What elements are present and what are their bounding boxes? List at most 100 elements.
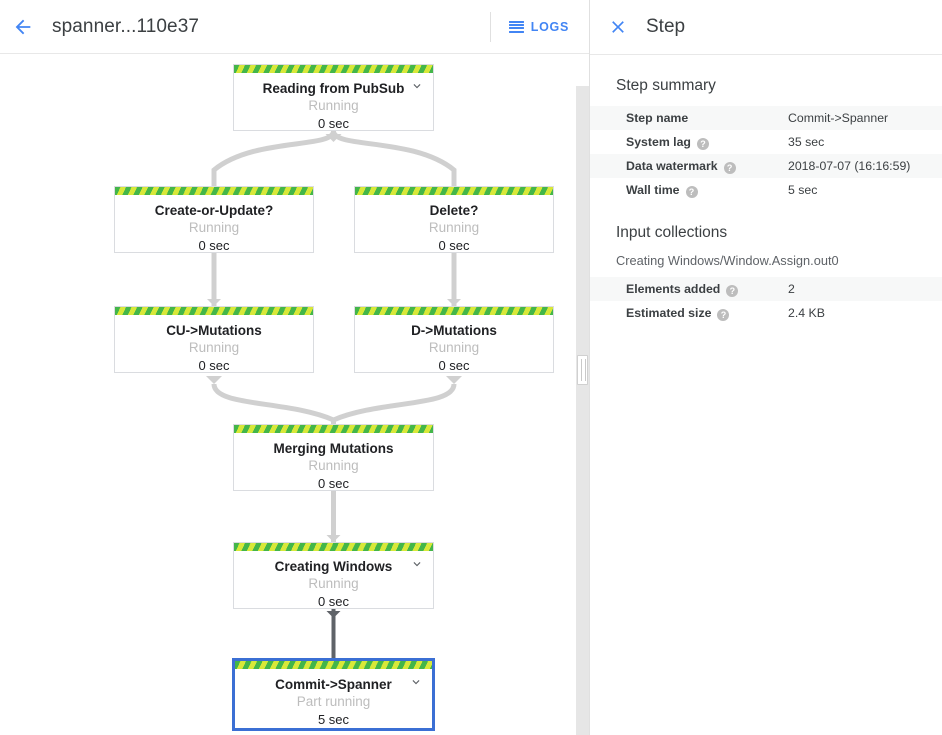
step-detail-pane: Step Step summary Step name Commit->Spann… <box>590 0 942 735</box>
node-body: Delete? Running 0 sec <box>355 195 553 262</box>
node-status-stripe <box>115 307 313 315</box>
node-name: Merging Mutations <box>273 441 394 456</box>
row-value: 5 sec <box>788 183 818 197</box>
table-row: Data watermark?2018-07-07 (16:16:59) <box>590 154 942 178</box>
chevron-down-icon[interactable] <box>410 79 424 93</box>
step-panel-header: Step <box>590 0 942 55</box>
graph-scrollbar-track[interactable] <box>576 86 589 735</box>
row-label: Elements added? <box>590 277 788 301</box>
table-row: Estimated size?2.4 KB <box>590 301 942 325</box>
node-status: Running <box>428 220 480 235</box>
row-label: Wall time? <box>590 178 788 202</box>
table-row: System lag?35 sec <box>590 130 942 154</box>
logs-button-label: LOGS <box>530 19 569 34</box>
node-status: Running <box>428 340 480 355</box>
close-icon <box>612 21 624 33</box>
node-time: 0 sec <box>438 238 470 253</box>
graph-edge-arrow <box>447 299 461 306</box>
node-time: 0 sec <box>317 116 350 131</box>
job-graph-pane: spanner...110e37 LOGS Reading from PubSu… <box>0 0 590 735</box>
help-icon[interactable]: ? <box>726 284 739 297</box>
graph-node-delete[interactable]: Delete? Running 0 sec <box>354 186 554 253</box>
node-name: Commit->Spanner <box>275 677 392 692</box>
node-time: 0 sec <box>317 594 350 609</box>
row-value: 35 sec <box>788 135 825 149</box>
graph-edge <box>211 383 336 424</box>
node-status-stripe <box>355 187 553 195</box>
job-header: spanner...110e37 LOGS <box>0 0 589 54</box>
section-gap <box>590 202 942 224</box>
close-button[interactable] <box>590 0 646 55</box>
node-time: 0 sec <box>198 238 230 253</box>
step-summary-heading: Step summary <box>616 77 716 94</box>
help-icon[interactable]: ? <box>696 137 709 150</box>
node-status: Running <box>188 220 240 235</box>
node-name: Delete? <box>429 203 479 218</box>
header-divider <box>489 11 491 42</box>
graph-node-create-or-update[interactable]: Create-or-Update? Running 0 sec <box>114 186 314 253</box>
table-row: Wall time?5 sec <box>590 178 942 202</box>
node-status-stripe <box>355 307 553 315</box>
graph-edge-arrow <box>326 611 341 618</box>
graph-edges <box>206 130 462 658</box>
node-name: Creating Windows <box>274 559 393 574</box>
input-collections-heading: Input collections <box>616 224 728 241</box>
node-status: Running <box>188 340 240 355</box>
row-value: Commit->Spanner <box>788 111 889 125</box>
row-label: Estimated size? <box>590 301 788 325</box>
graph-edge-arrow <box>325 134 342 142</box>
chevron-down-icon[interactable] <box>409 675 423 689</box>
node-status-stripe <box>234 543 433 551</box>
node-status: Running <box>308 458 359 473</box>
table-row: Step name Commit->Spanner <box>590 106 942 130</box>
input-collection-name: Creating Windows/Window.Assign.out0 <box>616 253 839 268</box>
logs-button[interactable]: LOGS <box>505 14 583 40</box>
row-label: Data watermark? <box>590 154 788 178</box>
node-status-stripe <box>235 661 432 669</box>
graph-edge-arrow <box>207 299 221 306</box>
node-body: Create-or-Update? Running 0 sec <box>115 195 313 262</box>
node-status-stripe <box>234 65 433 73</box>
graph-edge-arrow <box>206 376 222 384</box>
node-name: CU->Mutations <box>166 323 262 338</box>
table-row: Elements added?2 <box>590 277 942 301</box>
list-lines-icon <box>508 20 524 33</box>
help-icon[interactable]: ? <box>685 185 698 198</box>
node-time: 0 sec <box>317 476 350 491</box>
node-status: Running <box>308 98 359 113</box>
node-status: Part running <box>296 694 371 709</box>
help-icon[interactable]: ? <box>723 161 736 174</box>
node-status: Running <box>308 576 359 591</box>
back-button[interactable] <box>0 0 46 54</box>
step-panel-title: Step <box>646 16 686 37</box>
node-name: Create-or-Update? <box>154 203 274 218</box>
chevron-down-icon[interactable] <box>410 557 424 571</box>
row-value: 2 <box>788 282 795 296</box>
row-value: 2.4 KB <box>788 306 825 320</box>
graph-scrollbar-thumb[interactable] <box>577 355 588 385</box>
arrow-left-icon <box>15 19 31 34</box>
node-status-stripe <box>115 187 313 195</box>
help-icon[interactable]: ? <box>717 308 730 321</box>
row-label: Step name <box>626 111 689 125</box>
node-time: 0 sec <box>438 358 470 373</box>
node-name: D->Mutations <box>411 323 497 338</box>
node-status-stripe <box>234 425 433 433</box>
node-name: Reading from PubSub <box>262 81 405 96</box>
node-time: 5 sec <box>317 712 350 727</box>
